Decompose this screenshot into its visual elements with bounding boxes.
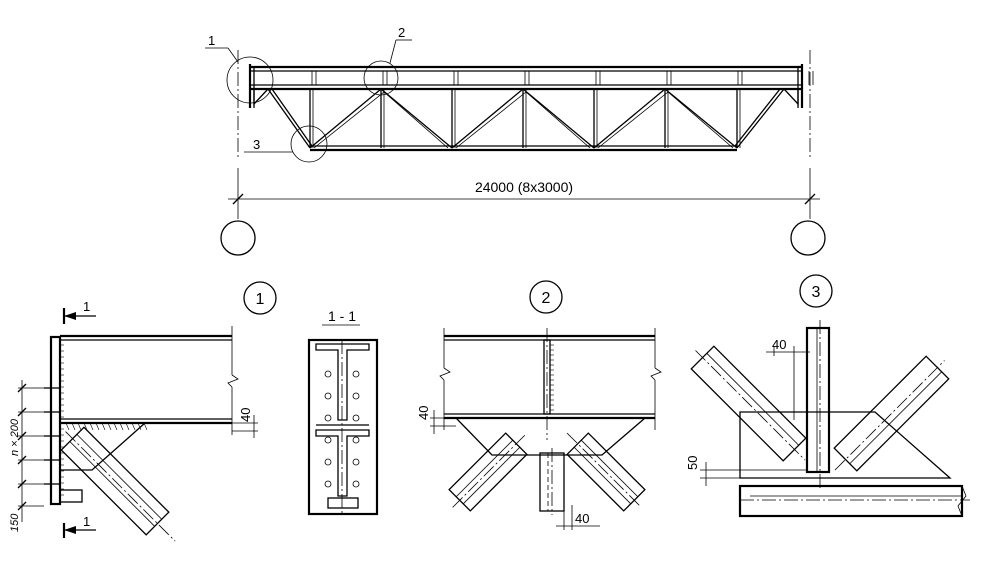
dim-40: 40 (772, 337, 786, 352)
section-1-1: 1 - 1 (307, 308, 379, 516)
end-plate-bolts (44, 344, 64, 496)
callout-circle-3 (290, 125, 328, 163)
web-diagonal (597, 91, 669, 149)
axis-bubble-left (220, 220, 256, 256)
bolt-hole (324, 392, 332, 400)
right-brace (833, 355, 950, 472)
web-diagonal (525, 91, 591, 149)
bolt-hole (324, 370, 332, 378)
dim-150: 150 (9, 513, 21, 532)
section-title: 1 - 1 (328, 308, 356, 324)
weld-tick (119, 422, 124, 431)
dim-50: 50 (685, 456, 700, 470)
weld-tick (113, 422, 118, 431)
bolt-hole (324, 436, 332, 444)
left-brace (690, 345, 807, 462)
bolt-hole (352, 414, 360, 422)
section-mark-bottom: 1 (83, 514, 90, 529)
web-diagonal (309, 88, 382, 149)
web-diagonal (313, 91, 385, 149)
bolt-hole (352, 458, 360, 466)
end-diagonal (60, 426, 176, 542)
callout-label-3: 3 (253, 137, 260, 152)
chord-stiffeners (311, 71, 814, 85)
detail-3: 3 40 50 (685, 274, 970, 518)
pitch-dimension-ticks (17, 383, 44, 511)
dim-40: 40 (238, 408, 253, 422)
weld-tick (107, 422, 112, 431)
bolt-hole (352, 370, 360, 378)
weld-tick (131, 422, 136, 431)
web-diagonal (593, 88, 666, 149)
section-mark-top: 1 (83, 299, 90, 314)
detail-1: 1 1 1 (9, 281, 277, 542)
detail-3-title-circle (799, 274, 833, 308)
bolt-hole (352, 436, 360, 444)
axis-bubble-right (790, 220, 826, 256)
vertical-post (805, 326, 831, 474)
span-dimension: 24000 (8x3000) (220, 168, 826, 256)
left-diagonal (448, 432, 528, 512)
web-diagonal (522, 88, 595, 149)
web-diagonal (667, 91, 734, 149)
chord-weld (65, 422, 148, 431)
detail-3-title: 3 (812, 284, 821, 301)
node-callouts: 1 2 3 (205, 25, 412, 163)
bolt-hole (352, 480, 360, 488)
bolt-hole (324, 480, 332, 488)
bolt-hole (324, 414, 332, 422)
detail-2: 2 (416, 280, 662, 530)
dim-40-left: 40 (416, 406, 431, 420)
web-members (309, 88, 741, 149)
web-diagonal (664, 88, 738, 149)
callout-label-1: 1 (208, 33, 215, 48)
right-diagonal (566, 432, 646, 512)
web-diagonal (380, 88, 453, 149)
dim-40-bottom: 40 (575, 511, 589, 526)
section-end-plate (307, 338, 379, 516)
web-diagonal (383, 91, 449, 149)
callout-circle-1 (226, 56, 274, 104)
bottom-chord-member (738, 484, 964, 518)
weld-tick (95, 422, 100, 431)
stiffener-weld (550, 344, 554, 411)
section-bolts (324, 370, 360, 488)
dim-n200: n × 200 (9, 418, 21, 456)
callout-label-2: 2 (398, 25, 405, 40)
bolt-hole (352, 392, 360, 400)
weld-tick (71, 422, 76, 431)
span-dimension-label: 24000 (8x3000) (475, 179, 573, 195)
weld-tick (137, 422, 142, 431)
weld-tick (101, 422, 106, 431)
weld-tick (77, 422, 82, 431)
bolt-hole (324, 458, 332, 466)
web-diagonal (455, 91, 527, 149)
weld-tick (65, 422, 70, 431)
weld-tick (89, 422, 94, 431)
web-diagonal (451, 88, 524, 149)
detail-1-title-circle (243, 281, 277, 315)
weld-tick (83, 422, 88, 431)
detail-2-title-circle (529, 280, 563, 314)
weld-tick (125, 422, 130, 431)
truss-elevation (237, 50, 814, 160)
detail-2-title: 2 (542, 290, 551, 307)
end-plate (49, 335, 62, 506)
detail-1-title: 1 (256, 291, 265, 308)
callout-circle-2 (363, 60, 399, 96)
